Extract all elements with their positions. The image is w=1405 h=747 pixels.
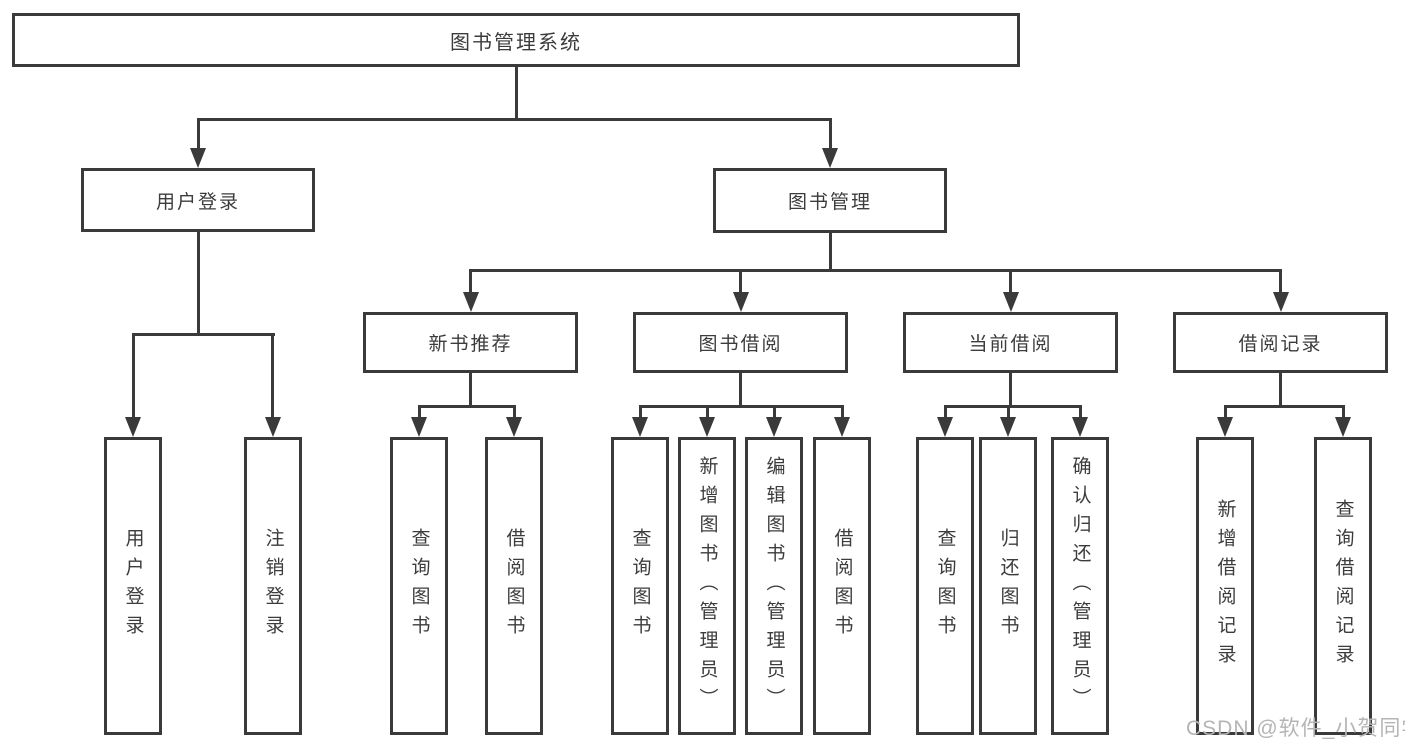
leaf-add-borrow-record: 新增借阅记录 (1196, 437, 1254, 735)
connector-line (638, 405, 642, 419)
connector-line (514, 67, 518, 120)
connector-line (417, 405, 421, 419)
node-label: 图书管理系统 (450, 31, 582, 54)
arrowhead-down-icon (1072, 417, 1088, 437)
node-label: 注销登录 (262, 528, 284, 644)
connector-line (828, 233, 832, 271)
node-label: 当前借阅 (968, 334, 1053, 355)
leaf-logout: 注销登录 (244, 437, 302, 735)
arrowhead-down-icon (506, 417, 522, 437)
connector-line (196, 232, 200, 335)
node-label: 借阅图书 (503, 528, 525, 644)
node-label: 确认归还（管理员） (1069, 455, 1091, 717)
node-label: 借阅记录 (1238, 334, 1323, 355)
arrowhead-down-icon (732, 292, 749, 312)
arrowhead-down-icon (190, 148, 206, 168)
leaf-query-books-borrow: 查询图书 (611, 437, 669, 735)
connector-line (1009, 269, 1012, 294)
connector-line (638, 405, 844, 408)
node-book-management: 图书管理 (713, 168, 947, 233)
connector-line (1279, 269, 1282, 294)
connector-line (705, 405, 709, 419)
node-label: 编辑图书（管理员） (763, 455, 785, 717)
connector-line (469, 269, 472, 294)
leaf-confirm-return-admin: 确认归还（管理员） (1051, 437, 1109, 735)
node-user-login: 用户登录 (81, 168, 315, 232)
connector-line (739, 373, 742, 407)
connector-line (469, 269, 1282, 272)
connector-line (512, 405, 516, 419)
connector-line (943, 405, 1082, 408)
leaf-user-login: 用户登录 (104, 437, 162, 735)
arrowhead-down-icon (1002, 292, 1019, 312)
node-label: 查询图书 (408, 528, 430, 644)
node-label: 新增借阅记录 (1214, 499, 1236, 673)
connector-line (196, 118, 832, 121)
arrowhead-down-icon (1272, 292, 1289, 312)
node-current-borrowing: 当前借阅 (903, 312, 1118, 373)
connector-line (828, 118, 832, 150)
node-new-book-recommend: 新书推荐 (363, 312, 578, 373)
arrowhead-down-icon (699, 417, 715, 437)
arrowhead-down-icon (125, 417, 141, 437)
leaf-return-books: 归还图书 (979, 437, 1037, 735)
node-label: 新增图书（管理员） (696, 455, 718, 717)
connector-line (131, 333, 275, 336)
arrowhead-down-icon (264, 417, 281, 437)
arrowhead-down-icon (411, 417, 427, 437)
node-borrowing-records: 借阅记录 (1173, 312, 1388, 373)
arrowhead-down-icon (1217, 417, 1233, 437)
connector-line (1006, 405, 1010, 419)
connector-line (1009, 373, 1012, 407)
node-label: 查询图书 (934, 528, 956, 644)
connector-line (1223, 405, 1227, 419)
node-label: 归还图书 (997, 528, 1019, 644)
connector-line (1279, 373, 1282, 407)
connector-line (772, 405, 776, 419)
connector-line (1078, 405, 1082, 419)
connector-line (131, 333, 135, 417)
connector-line (1223, 405, 1345, 408)
connector-line (271, 333, 274, 417)
node-book-borrowing: 图书借阅 (633, 312, 848, 373)
node-label: 查询图书 (629, 528, 651, 644)
leaf-query-books-current: 查询图书 (916, 437, 974, 735)
connector-line (739, 269, 742, 294)
node-label: 查询借阅记录 (1332, 499, 1354, 673)
node-label: 图书借阅 (698, 334, 783, 355)
node-label: 用户登录 (122, 528, 144, 644)
arrowhead-down-icon (462, 292, 479, 312)
arrowhead-down-icon (822, 148, 838, 168)
leaf-query-borrow-record: 查询借阅记录 (1314, 437, 1372, 735)
node-library-management-system: 图书管理系统 (12, 13, 1020, 67)
arrowhead-down-icon (632, 417, 648, 437)
arrowhead-down-icon (1335, 417, 1351, 437)
connector-line (943, 405, 947, 419)
node-label: 用户登录 (155, 191, 240, 213)
leaf-query-books-recommend: 查询图书 (390, 437, 448, 735)
node-label: 新书推荐 (428, 334, 513, 355)
connector-line (469, 373, 472, 407)
arrowhead-down-icon (834, 417, 850, 437)
node-label: 图书管理 (787, 192, 872, 213)
leaf-add-books-admin: 新增图书（管理员） (678, 437, 736, 735)
connector-line (840, 405, 844, 419)
connector-line (196, 118, 200, 150)
connector-line (417, 405, 516, 408)
leaf-borrow-books-recommend: 借阅图书 (485, 437, 543, 735)
arrowhead-down-icon (766, 417, 782, 437)
leaf-edit-books-admin: 编辑图书（管理员） (745, 437, 803, 735)
connector-line (1341, 405, 1345, 419)
arrowhead-down-icon (937, 417, 953, 437)
arrowhead-down-icon (1000, 417, 1016, 437)
node-label: 借阅图书 (831, 528, 853, 644)
csdn-watermark: CSDN @软件_小贺同学 (1186, 717, 1405, 740)
leaf-borrow-books: 借阅图书 (813, 437, 871, 735)
